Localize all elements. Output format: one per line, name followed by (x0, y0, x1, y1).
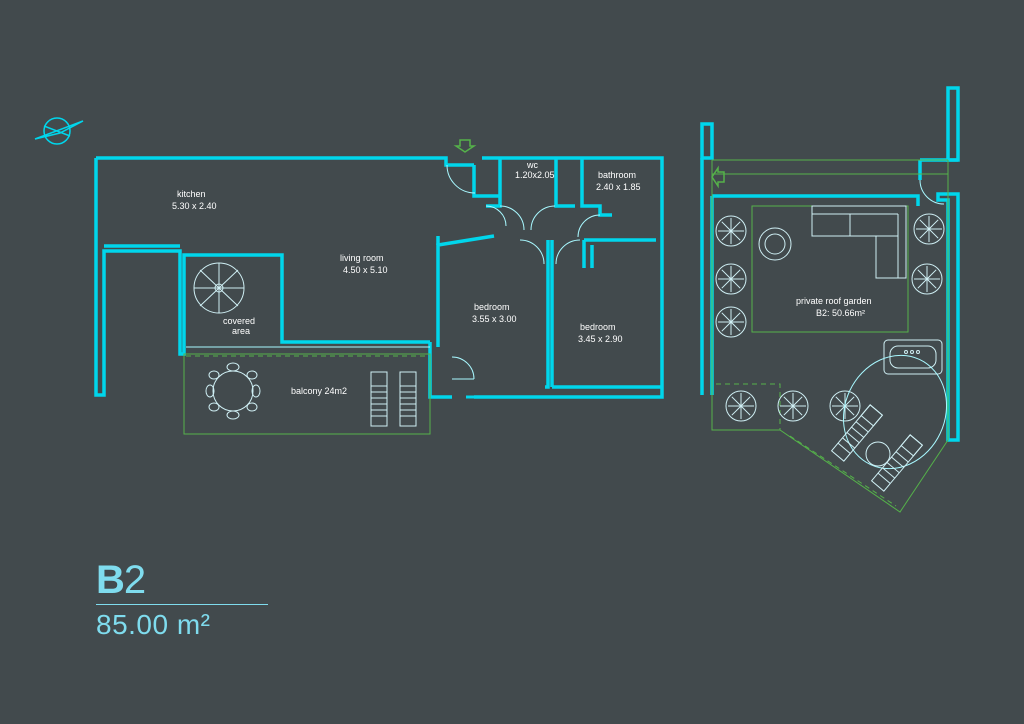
room-name-wc: wc (526, 160, 538, 170)
roof-outline (711, 159, 949, 513)
room-dims-living: 4.50 x 5.10 (343, 265, 388, 275)
unit-letter: B (96, 558, 125, 602)
round-terrace (842, 354, 948, 470)
room-name-kitchen: kitchen (177, 189, 206, 199)
unit-code: B2 (96, 560, 268, 600)
planter (911, 263, 943, 295)
room-dims-covered: area (232, 326, 250, 336)
room-dims-bedroom-1: 3.55 x 3.00 (472, 314, 517, 324)
sun-loungers (370, 371, 417, 427)
planter (725, 390, 757, 422)
spiral-stair (193, 262, 245, 314)
planter (777, 390, 809, 422)
dining-table (205, 362, 261, 420)
room-name-bathroom: bathroom (598, 170, 636, 180)
room-dims-bedroom-2: 3.45 x 2.90 (578, 334, 623, 344)
planter (913, 213, 945, 245)
room-dims-wc: 1.20x2.05 (515, 170, 555, 180)
room-labels: kitchen 5.30 x 2.40 living room 4.50 x 5… (172, 160, 872, 396)
unit-title-block: B2 85.00 m² (96, 560, 268, 641)
roof-loungers (830, 404, 924, 492)
roof-walls (700, 86, 960, 442)
room-name-covered: covered (223, 316, 255, 326)
compass-icon (34, 117, 84, 145)
room-dims-bathroom: 2.40 x 1.85 (596, 182, 641, 192)
planter (715, 263, 747, 295)
entrance-arrow-icon (711, 165, 725, 189)
door-swings (186, 164, 601, 380)
armchair (758, 227, 792, 261)
room-name-bedroom-1: bedroom (474, 302, 510, 312)
room-dims-kitchen: 5.30 x 2.40 (172, 201, 217, 211)
room-dims-roof-garden: B2: 50.66m² (816, 308, 865, 318)
room-name-living: living room (340, 253, 384, 263)
total-area: 85.00 m² (96, 609, 211, 640)
entrance-arrow-icon (453, 139, 477, 153)
title-divider (96, 604, 268, 605)
l-shaped-sofa (811, 205, 907, 279)
unit-number: 2 (123, 558, 146, 602)
room-name-bedroom-2: bedroom (580, 322, 616, 332)
planter (715, 215, 747, 247)
room-name-roof-garden: private roof garden (796, 296, 872, 306)
planter (715, 306, 747, 338)
room-name-balcony: balcony 24m2 (291, 386, 347, 396)
balcony-outline (183, 353, 431, 435)
planters (715, 213, 945, 422)
